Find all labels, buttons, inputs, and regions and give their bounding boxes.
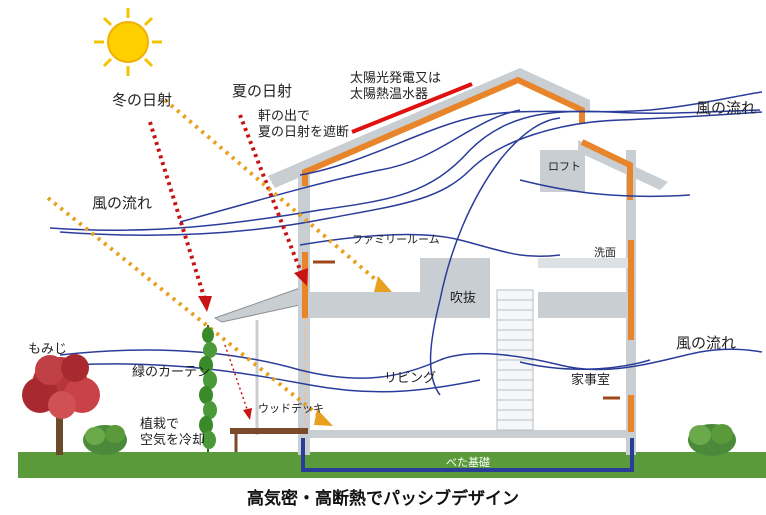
sun-icon	[94, 8, 162, 76]
atrium-label: 吹抜	[450, 290, 476, 306]
loft	[540, 150, 585, 192]
ground	[18, 452, 766, 478]
roof-insulation	[302, 76, 585, 186]
foundation-label: べた基礎	[446, 456, 490, 469]
shrub-icon	[688, 424, 736, 456]
eave-label-2: 夏の日射を遮断	[258, 124, 349, 140]
summer-sun-arrows	[46, 98, 392, 426]
solar-label-1: 太陽光発電又は	[350, 71, 441, 86]
deck-roof	[213, 287, 301, 323]
wood-deck-label: ウッドデッキ	[258, 401, 324, 415]
vine-icon	[199, 325, 217, 452]
staircase	[496, 289, 534, 431]
second-floor-slab-right	[538, 292, 628, 318]
summer-sun-label: 夏の日射	[232, 82, 292, 100]
roof-gray	[268, 68, 590, 188]
housework-label: 家事室	[571, 372, 610, 388]
shrub-icon	[83, 425, 127, 455]
green-curtain-label: 緑のカーテン	[132, 365, 210, 380]
foundation	[301, 438, 634, 472]
winter-sun-label: 冬の日射	[112, 91, 172, 109]
winter-sun-arrows	[148, 114, 308, 420]
second-floor-slab	[310, 258, 490, 318]
maple-label: もみじ	[28, 342, 67, 357]
solar-panel	[351, 82, 473, 134]
wood-deck	[230, 428, 308, 434]
planting-label-2: 空気を冷却	[140, 432, 205, 448]
caption: 高気密・高断熱でパッシブデザイン	[247, 488, 519, 509]
solar-label-2: 太陽熱温水器	[350, 87, 428, 102]
family-room-label: ファミリールーム	[352, 233, 440, 246]
eave-label-1: 軒の出で	[258, 109, 310, 124]
wind-label-left: 風の流れ	[92, 194, 152, 212]
wind-flows	[49, 91, 763, 396]
planting-label-1: 植栽で	[140, 416, 179, 432]
wind-label-top-right: 風の流れ	[696, 99, 756, 117]
washroom-label: 洗面	[594, 246, 616, 259]
stair-wall	[538, 258, 628, 268]
wind-label-right: 風の流れ	[676, 334, 736, 352]
roof-insulation-right	[580, 139, 633, 200]
maple-tree-icon	[22, 354, 100, 455]
loft-label: ロフト	[548, 160, 581, 173]
living-label: リビング	[384, 371, 436, 386]
house-floor	[305, 430, 630, 438]
